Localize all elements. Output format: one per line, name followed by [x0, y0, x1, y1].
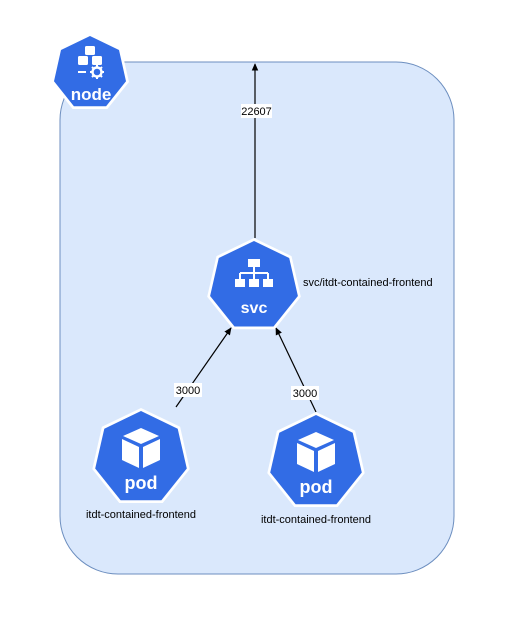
node-icon[interactable]: node [51, 33, 129, 109]
pod-name-label-2: itdt-contained-frontend [261, 514, 371, 526]
pod2-port-label: 3000 [293, 388, 317, 400]
service-name-label: svc/itdt-contained-frontend [303, 277, 433, 289]
service-icon[interactable]: svc [207, 238, 301, 330]
external-port-label: 22607 [241, 106, 272, 118]
pod-type-text: pod [125, 473, 158, 493]
edge-label-external-port: 22607 [241, 104, 272, 118]
pod1-port-label: 3000 [176, 385, 200, 397]
edge-label-pod2-port: 3000 [291, 386, 319, 400]
pod-icon-1[interactable]: pod [92, 408, 190, 503]
cube-cluster-gear-icon [78, 46, 104, 79]
edge-label-pod1-port: 3000 [174, 383, 202, 397]
node-label: node [71, 85, 112, 104]
cube-icon [297, 432, 335, 472]
pod-name-label-1: itdt-contained-frontend [86, 509, 196, 521]
pod-type-text: pod [300, 477, 333, 497]
pod-icon-2[interactable]: pod [267, 412, 365, 507]
cube-icon [122, 428, 160, 468]
network-hierarchy-icon [235, 259, 273, 287]
service-type-text: svc [241, 300, 268, 317]
